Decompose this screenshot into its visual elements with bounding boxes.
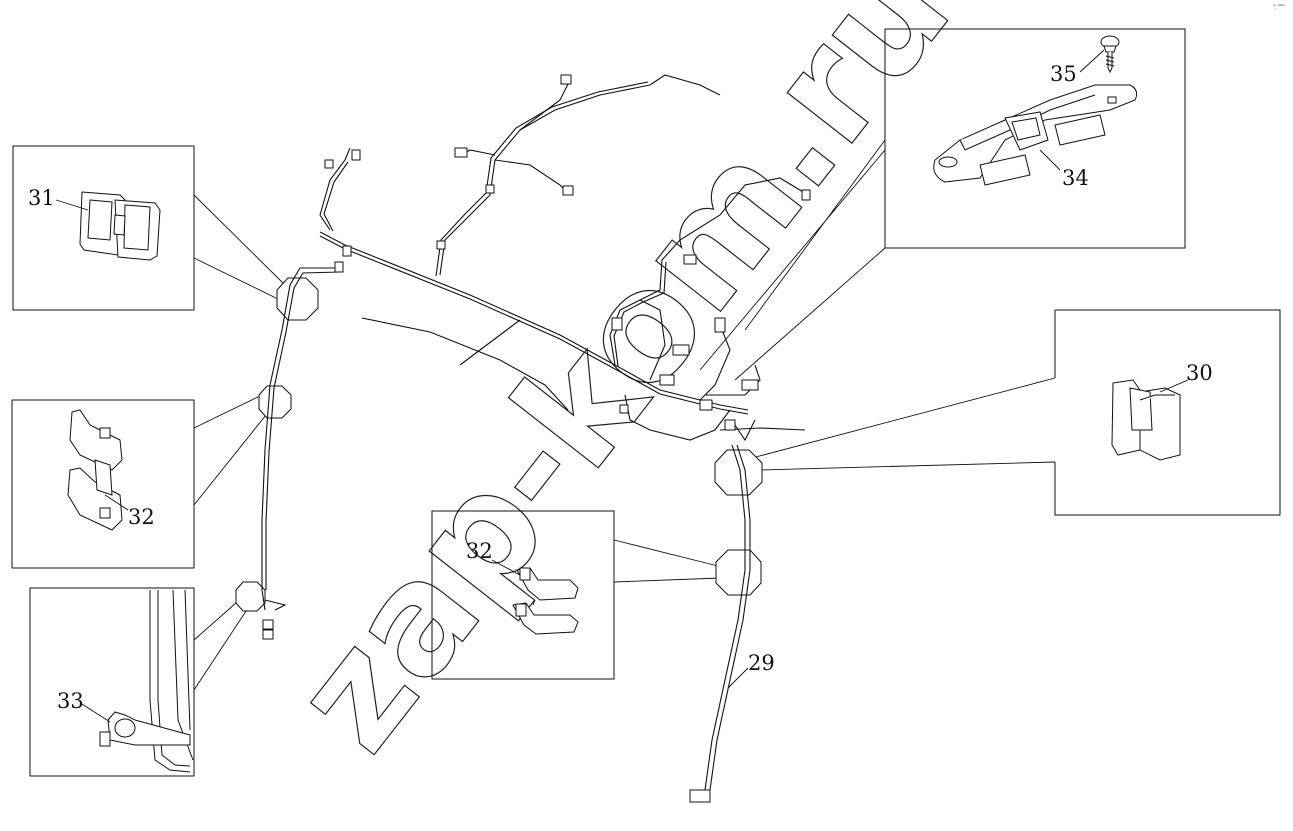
part-31-clip (79, 191, 161, 261)
detail-box-33 (29, 587, 195, 777)
connector (436, 240, 446, 250)
octagon-marker-32-left (258, 385, 292, 419)
connector (801, 189, 811, 201)
callout-29: 29 (748, 651, 775, 675)
callout-31: 31 (28, 186, 55, 210)
part-32-clip-left (67, 409, 123, 531)
octagon-marker-33 (235, 581, 266, 612)
connector (683, 254, 697, 265)
connector (562, 185, 574, 196)
thin-cable (361, 317, 569, 411)
callout-leaders (55, 49, 1189, 723)
connector (689, 789, 711, 803)
connector (334, 261, 344, 273)
corner-mark: ᵉ᷊ ᵒᵒᵒ (1273, 3, 1285, 10)
connector (714, 317, 726, 333)
octagon-marker-31 (276, 277, 319, 321)
octagon-marker-32-center (715, 549, 762, 596)
connector (699, 399, 713, 411)
part-33-clip (99, 589, 194, 773)
part-35-screw (1100, 35, 1120, 74)
detail-box-31 (12, 145, 195, 311)
connector (619, 404, 629, 414)
callout-33: 33 (57, 689, 84, 713)
connector (611, 317, 623, 331)
harness-branch-upper (439, 74, 721, 276)
connector (342, 245, 352, 257)
detail-box-32-center (431, 510, 615, 680)
harness-branch-left-up (319, 147, 351, 231)
connector (324, 159, 334, 169)
connector (741, 379, 759, 391)
connector (560, 74, 572, 85)
harness-connectors (262, 74, 811, 803)
detail-box-30 (1054, 309, 1281, 516)
detail-box-34-35 (884, 28, 1186, 249)
callout-34: 34 (1062, 166, 1089, 190)
connector (262, 629, 274, 640)
connector (454, 147, 468, 158)
detail-box-32-left (11, 399, 195, 569)
watermark: zap-kom.ru (261, 0, 985, 783)
callout-35: 35 (1050, 62, 1077, 86)
harness-right-vertical (704, 444, 746, 791)
callout-32-left: 32 (128, 505, 155, 529)
part-32-clip-center (512, 567, 579, 635)
connector (262, 619, 274, 630)
harness-left-vertical (261, 267, 335, 611)
callout-30: 30 (1186, 361, 1213, 385)
watermark-text: zap-kom.ru (261, 0, 984, 782)
connector (485, 184, 495, 194)
connector (659, 374, 675, 386)
connector (351, 149, 361, 161)
callout-32-center: 32 (466, 539, 493, 563)
part-30-clip (1111, 379, 1181, 461)
connector (724, 419, 736, 431)
part-34-bracket (933, 84, 1138, 186)
connector (672, 344, 690, 356)
octagon-marker-30 (714, 449, 763, 496)
